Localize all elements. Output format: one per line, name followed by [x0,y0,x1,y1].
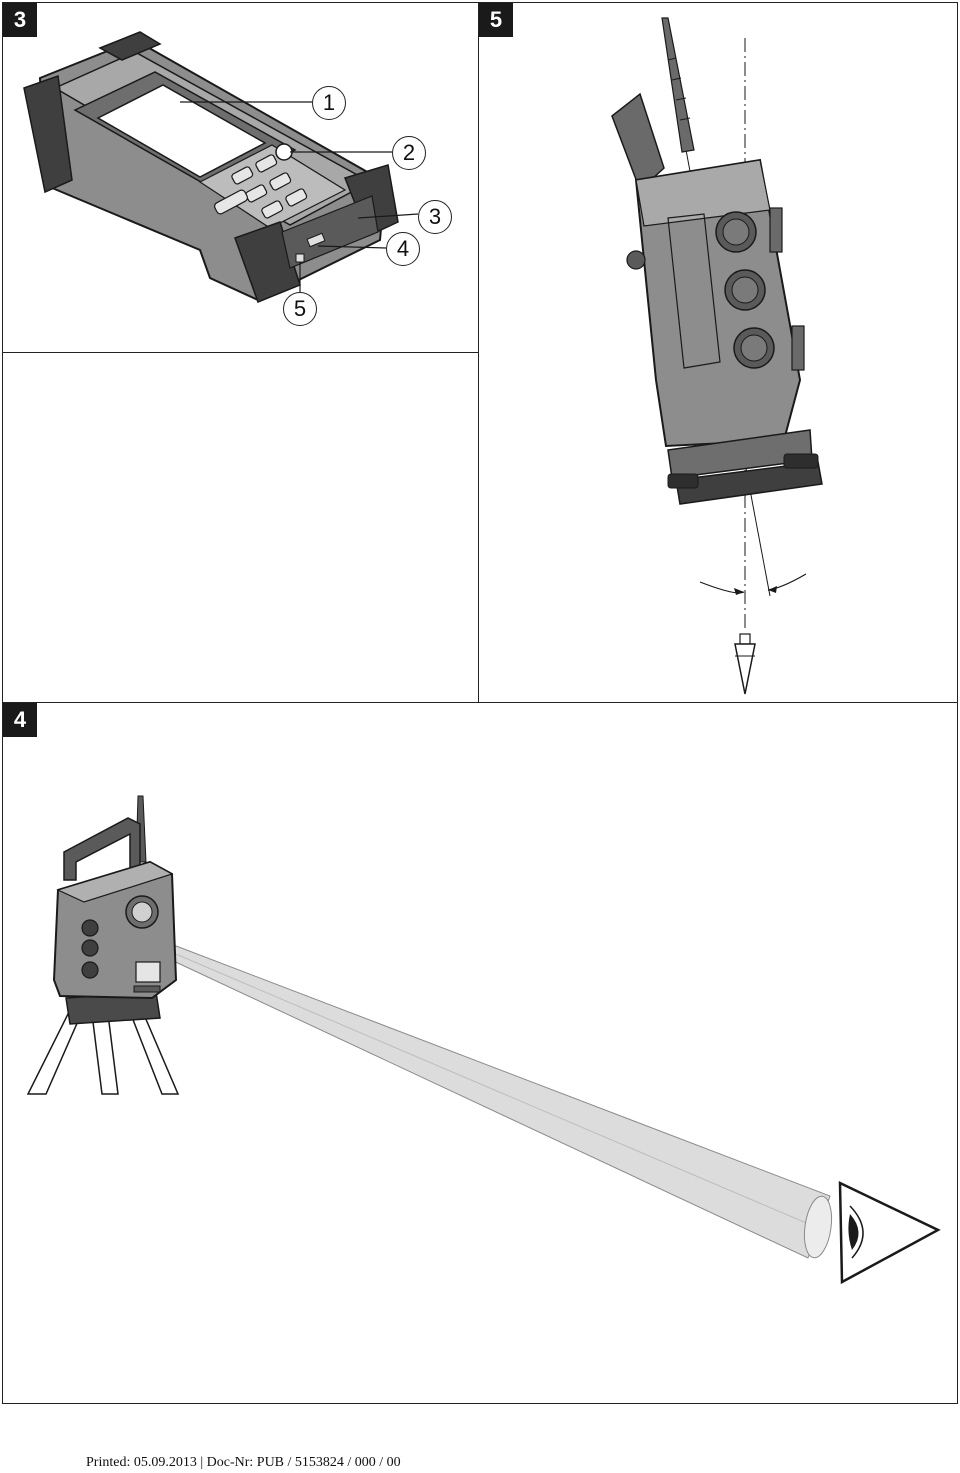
print-footer: Printed: 05.09.2013 | Doc-Nr: PUB / 5153… [86,1455,401,1470]
figure-4-label: 4 [3,703,37,737]
callout-2: 2 [392,136,426,170]
controller-illustration [23,31,419,303]
callout-1: 1 [312,86,346,120]
figure-3-label: 3 [3,3,37,37]
callout-4: 4 [386,232,420,266]
figure-4-panel: 4 [2,702,958,1404]
callout-3: 3 [418,200,452,234]
line-of-sight-illustration [26,795,941,1285]
figure-5-label: 5 [479,3,513,37]
tilted-instrument-illustration [611,17,823,695]
callout-5: 5 [283,292,317,326]
